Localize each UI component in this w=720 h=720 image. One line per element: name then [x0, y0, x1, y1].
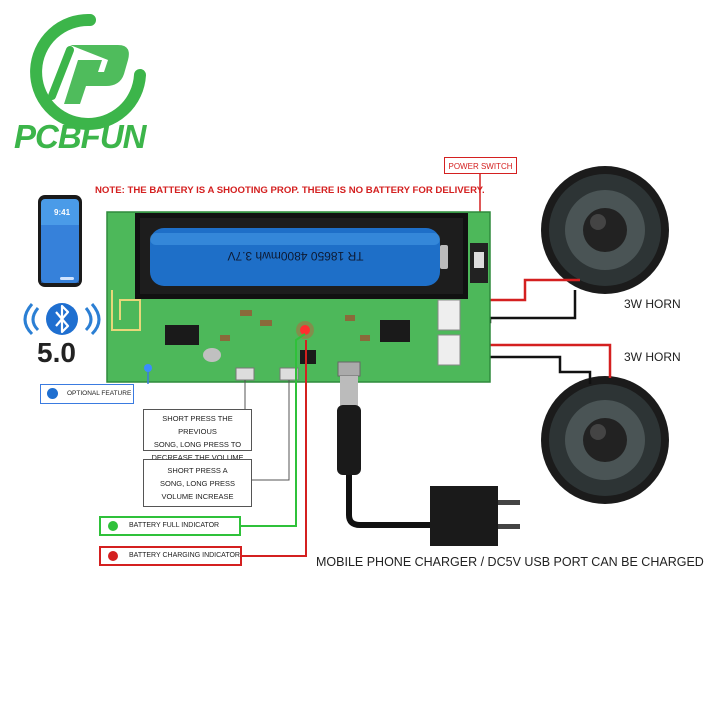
phone-time: 9:41: [54, 208, 71, 217]
pcbfun-logo: [30, 13, 146, 130]
callout-line: DECREASE THE VOLUME: [151, 453, 244, 462]
speaker-label-bottom: 3W HORN: [624, 350, 681, 364]
callout-line: VOLUME INCREASE: [161, 492, 234, 501]
battery-note: NOTE: THE BATTERY IS A SHOOTING PROP. TH…: [95, 185, 485, 196]
charger-cable: [337, 376, 520, 546]
brand-name: PCBFUN: [14, 118, 146, 155]
bluetooth-version: 5.0: [37, 337, 76, 368]
callout-line: SHORT PRESS A: [167, 466, 228, 475]
bluetooth-icon: [23, 303, 101, 336]
green-led-icon: [108, 521, 118, 531]
battery-label: TR 18650 4800mwh 3.7V: [227, 249, 364, 263]
callout-line: SONG, LONG PRESS: [159, 479, 236, 488]
previous-button-callout: SHORT PRESS THE PREVIOUS SONG, LONG PRES…: [143, 409, 252, 462]
bluetooth-icon: [47, 388, 58, 399]
battery-charging-indicator-callout: BATTERY CHARGING INDICATOR: [99, 546, 242, 566]
speaker-top: [541, 166, 669, 294]
charger-label: MOBILE PHONE CHARGER / DC5V USB PORT CAN…: [316, 555, 704, 569]
battery-charging-label: BATTERY CHARGING INDICATOR: [129, 552, 240, 559]
power-switch-label: POWER SWITCH: [444, 157, 517, 174]
phone-icon: [38, 195, 82, 287]
callout-line: SONG, LONG PRESS TO: [153, 440, 242, 449]
speaker-label-top: 3W HORN: [624, 297, 681, 311]
pcb-board: [106, 211, 491, 383]
next-button-callout: SHORT PRESS A SONG, LONG PRESS VOLUME IN…: [143, 459, 252, 507]
battery-full-label: BATTERY FULL INDICATOR: [129, 522, 220, 529]
optional-feature-label: OPTIONAL FEATURE: [67, 390, 132, 397]
speaker-bottom: [541, 376, 669, 504]
optional-feature-callout: OPTIONAL FEATURE: [40, 384, 134, 404]
battery-full-indicator-callout: BATTERY FULL INDICATOR: [99, 516, 241, 536]
callout-line: SHORT PRESS THE PREVIOUS: [162, 414, 233, 436]
red-led-icon: [108, 551, 118, 561]
